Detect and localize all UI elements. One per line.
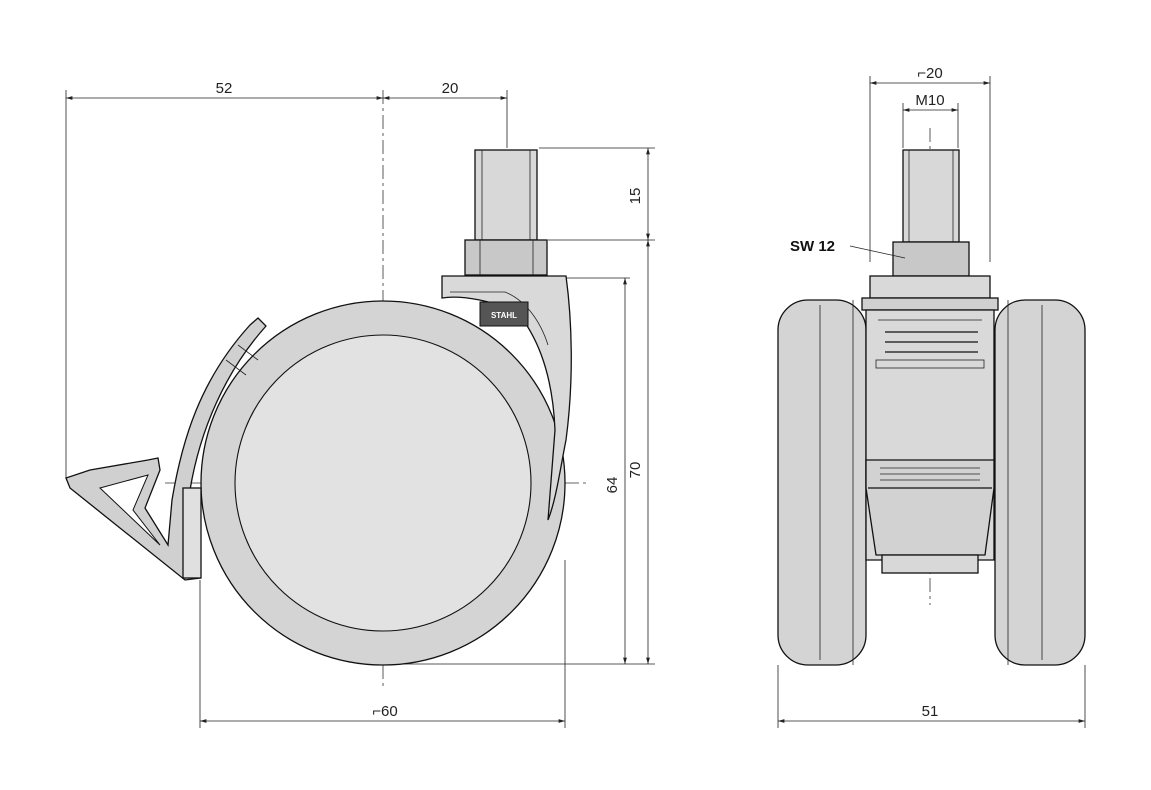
dim-height-wheel: 64 [604, 278, 627, 664]
dim-stem-length-text: 15 [627, 188, 644, 205]
dim-width: 51 [778, 703, 1085, 723]
dim-wheel-diameter: ⌐60 [200, 703, 565, 723]
front-brake-pedal[interactable] [865, 459, 995, 574]
wrench-size-label: SW 12 [790, 238, 835, 255]
front-stem [892, 149, 970, 277]
side-stem [464, 149, 548, 276]
dim-stem-length: 15 [627, 148, 650, 240]
dim-hex-diameter-text: ⌐20 [917, 65, 942, 82]
front-wheel-left [777, 299, 867, 666]
front-extension-lines [777, 76, 1086, 728]
dim-offset-stem: 20 [383, 80, 507, 100]
side-view: STAHL 52 20 15 70 [65, 80, 655, 728]
dim-wheel-diameter-text: ⌐60 [372, 703, 397, 720]
dim-thread: M10 [903, 92, 958, 112]
dim-hex-diameter: ⌐20 [870, 65, 990, 85]
side-extension-lines [65, 90, 655, 728]
dim-thread-text: M10 [915, 92, 944, 109]
dim-height-total-text: 70 [627, 462, 644, 479]
brake-lever[interactable] [65, 317, 267, 581]
dim-offset-total: 52 [66, 80, 383, 100]
dim-offset-stem-text: 20 [442, 80, 459, 97]
wrench-size-callout: SW 12 [790, 238, 906, 259]
brand-logo: STAHL [479, 301, 529, 327]
dim-width-text: 51 [922, 703, 939, 720]
side-wheel [200, 300, 566, 666]
front-wheel-right [994, 299, 1086, 666]
dim-offset-total-text: 52 [216, 80, 233, 97]
brand-logo-text: STAHL [491, 311, 517, 320]
front-view: SW 12 ⌐20 M10 51 [777, 65, 1086, 728]
dim-height-wheel-text: 64 [604, 477, 621, 494]
wheel-hub-ring [234, 334, 532, 632]
dim-height-total: 70 [627, 240, 650, 664]
